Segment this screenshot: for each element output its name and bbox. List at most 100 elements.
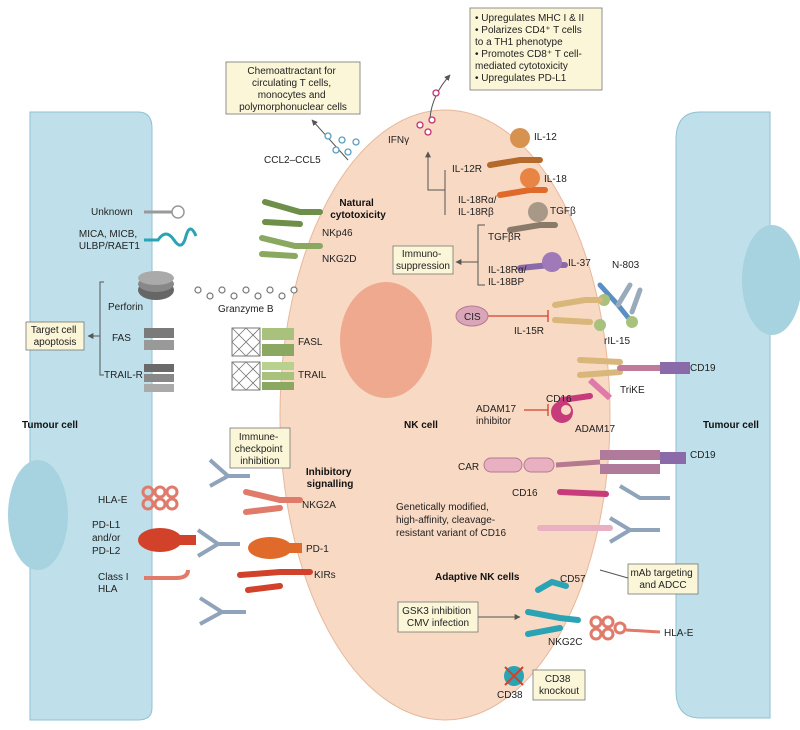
il12r-label: IL-12R <box>452 164 482 175</box>
class1-hla-shape <box>144 569 190 580</box>
inhibition-lines <box>487 310 549 416</box>
ccl-dots <box>324 132 360 156</box>
checkpoint-box: Immune- checkpoint inhibition <box>229 427 291 469</box>
pdl-label: PD-L1 and/or PD-L2 <box>92 520 123 557</box>
il37-receptor <box>517 252 568 272</box>
trike-label: TriKE <box>620 385 645 396</box>
n803-complex <box>597 282 643 328</box>
svg-text:Immune- checkpoint: Immune- checkpoint inhibition <box>235 432 286 467</box>
il18r-label: IL-18Rα/ IL-18Rβ <box>458 195 499 218</box>
perforin-pore-shape <box>138 271 174 300</box>
cd16-a-receptor <box>559 377 613 403</box>
tumour-nucleus-left <box>8 460 68 570</box>
il12-label: IL-12 <box>534 132 557 143</box>
il15r-receptor <box>552 297 603 325</box>
nkg2d-receptor <box>259 235 323 259</box>
nk-cell-label: NK cell <box>404 420 438 431</box>
immunosuppression-box: Immuno- suppression <box>392 245 454 275</box>
trail-r-label: TRAIL-R <box>104 370 143 381</box>
cd16-b-receptor <box>557 484 670 500</box>
svg-text:GSK3 inhibition CMV infe: GSK3 inhibition CMV infection <box>402 606 474 629</box>
fasl-receptor <box>231 327 294 357</box>
ifng-dots <box>416 89 440 136</box>
target-apoptosis-box: Target cell apoptosis <box>25 321 85 351</box>
il18-label: IL-18 <box>544 174 567 185</box>
antibody-checkpoint-2 <box>196 528 240 558</box>
cd38-label: CD38 <box>497 690 523 701</box>
cis-shape <box>455 305 489 327</box>
tumour-nucleus-right <box>742 225 800 335</box>
tumour-cell-left <box>29 111 153 721</box>
nkp46-label: NKp46 <box>322 228 353 239</box>
kirs-receptor <box>237 569 313 593</box>
fas-label: FAS <box>112 333 131 344</box>
nkg2d-label: NKG2D <box>322 254 356 265</box>
nkg2a-receptor <box>243 489 303 515</box>
granzyme-label: Granzyme B <box>218 304 274 315</box>
fasl-label: FASL <box>298 337 323 348</box>
cd38-knocked-out <box>504 666 524 686</box>
chemoattractant-box: Chemoattractant for circulating T cells,… <box>225 61 361 115</box>
car-construct <box>483 450 686 474</box>
fas-receptor-shape <box>144 328 174 350</box>
adaptive-nk-label: Adaptive NK cells <box>435 572 520 583</box>
cd19-b-label: CD19 <box>690 450 716 461</box>
pd1-receptor <box>248 537 302 559</box>
ifng-label: IFNγ <box>388 135 409 146</box>
nkg2c-label: NKG2C <box>548 637 582 648</box>
unknown-label: Unknown <box>91 207 133 218</box>
hla-e-right-shape <box>589 615 661 641</box>
tgfb-receptor <box>507 202 558 233</box>
trail-label: TRAIL <box>298 370 327 381</box>
trail-receptor <box>231 361 294 391</box>
pdl-ligand-shape <box>138 528 196 552</box>
cd38-knockout-box: CD38 knockout <box>532 669 586 701</box>
trail-r-shape <box>144 364 174 392</box>
tumour-left-label: Tumour cell <box>22 420 78 431</box>
nk-cell-body <box>279 109 611 721</box>
ccl-label: CCL2–CCL5 <box>264 155 321 166</box>
cd16-b-label: CD16 <box>512 488 538 499</box>
cd16-a-label: CD16 <box>546 394 572 405</box>
nkp46-receptor <box>262 199 323 227</box>
tgfbr-label: TGFβR <box>488 232 521 243</box>
unknown-ligand-shape <box>144 205 185 219</box>
il18-receptor <box>497 168 548 198</box>
ril15-label: rIL-15 <box>604 336 631 347</box>
adam17-inhibitor-label: ADAM17 inhibitor <box>476 404 519 427</box>
cd16-variant-label: Genetically modified, high-affinity, cle… <box>396 502 506 539</box>
svg-text:CD38 knockout: CD38 knockout <box>539 674 579 697</box>
adam17-shape <box>551 401 573 423</box>
antibody-checkpoint-1 <box>208 458 250 488</box>
ifn-effects-box: • Upregulates MHC I & II • Polarizes CD4… <box>469 7 603 91</box>
svg-text:Target cell apoptosis: Target cell apoptosis <box>31 325 79 348</box>
n803-label: N-803 <box>612 260 640 271</box>
svg-text:• Upregulates MHC I & II: • Upregulates MHC I & II • Polarizes CD4… <box>475 13 587 84</box>
class1-hla-label: Class I HLA <box>98 572 131 595</box>
antibody-checkpoint-3 <box>198 596 246 626</box>
perforin-label: Perforin <box>108 302 143 313</box>
mica-label: MICA, MICB, ULBP/RAET1 <box>79 229 141 252</box>
adam17-label: ADAM17 <box>575 424 615 435</box>
hla-e-left-label: HLA-E <box>98 495 128 506</box>
tgfb-label: TGFβ <box>550 206 576 217</box>
hla-e-left-shape <box>141 485 179 511</box>
hla-e-right-label: HLA-E <box>664 628 694 639</box>
inhibitory-signalling-heading: Inhibitory signalling <box>306 467 354 490</box>
svg-text:Immuno- suppression: Immuno- suppression <box>396 249 450 272</box>
nkg2a-label: NKG2A <box>302 500 336 511</box>
il15r-label: IL-15R <box>514 326 544 337</box>
nk-nucleus <box>340 282 432 398</box>
cd57-label: CD57 <box>560 574 586 585</box>
natural-cytotoxicity-heading: Natural cytotoxicity <box>330 198 386 221</box>
granzyme-dots <box>194 286 298 300</box>
trike-complex <box>577 357 690 378</box>
mica-ligand-shape <box>144 227 198 247</box>
cd16-variant-receptor <box>537 516 660 544</box>
tumour-right-label: Tumour cell <box>703 420 759 431</box>
ril15-shape <box>594 319 606 331</box>
il18bp-label: IL-18Rα/ IL-18BP <box>488 265 529 288</box>
nkg2c-receptor <box>525 609 581 637</box>
kirs-label: KIRs <box>314 570 336 581</box>
